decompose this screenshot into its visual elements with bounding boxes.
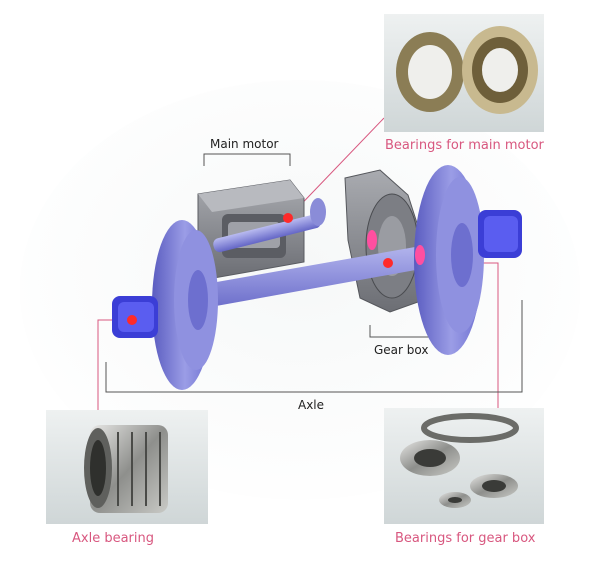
axle-label: Axle [298, 398, 325, 412]
photo-main-motor-bearings [384, 14, 544, 132]
right-axle-box [478, 210, 522, 258]
axle-shaft [160, 240, 460, 315]
bearings-gear-box-label: Bearings for gear box [395, 531, 536, 546]
gear-box-label: Gear box [374, 343, 429, 357]
bearings-main-motor-label: Bearings for main motor [385, 138, 544, 153]
gear-bearing-rings [367, 230, 425, 265]
motor-shaft [213, 198, 326, 253]
main-motor-label: Main motor [210, 137, 279, 151]
left-wheel [152, 220, 218, 390]
photo-axle-bearing [46, 410, 208, 524]
axle-bearing-label: Axle bearing [72, 531, 154, 546]
photo-gear-box-bearings [384, 408, 544, 524]
bearing-markers [127, 213, 393, 325]
right-wheel [414, 165, 484, 355]
